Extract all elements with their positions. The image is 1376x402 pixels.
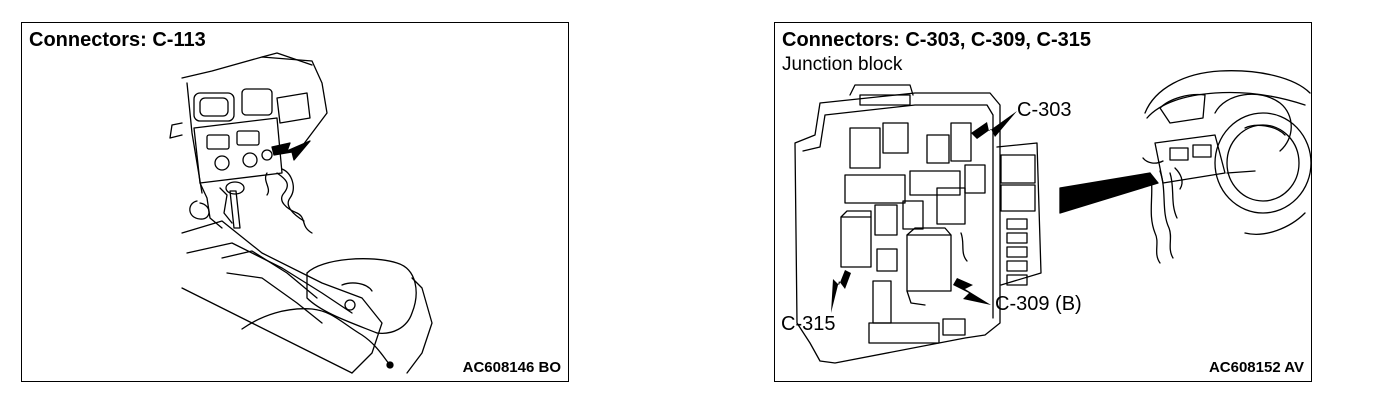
panel-title: Connectors: C-303, C-309, C-315 bbox=[782, 29, 1091, 51]
label-c315: C-315 bbox=[781, 313, 836, 335]
figure-panel-c113: Connectors: C-113 bbox=[21, 22, 569, 382]
arrow-c303 bbox=[971, 111, 1017, 139]
panel-subtitle: Junction block bbox=[782, 54, 903, 75]
junction-block-illustration bbox=[794, 70, 1312, 364]
label-c303: C-303 bbox=[1017, 99, 1072, 121]
arrow-c309 bbox=[953, 278, 991, 305]
figure-panel-junction-block: Connectors: C-303, C-309, C-315 Junction… bbox=[774, 22, 1312, 382]
label-c309: C-309 (B) bbox=[995, 293, 1082, 315]
figure-code: AC608152 AV bbox=[1208, 359, 1304, 376]
connector-arrows bbox=[831, 111, 1017, 313]
dashboard-console-illustration bbox=[169, 52, 433, 374]
arrow-c315 bbox=[831, 270, 851, 313]
figure-code: AC608146 BO bbox=[462, 359, 561, 376]
panel-title: Connectors: C-113 bbox=[29, 29, 206, 51]
